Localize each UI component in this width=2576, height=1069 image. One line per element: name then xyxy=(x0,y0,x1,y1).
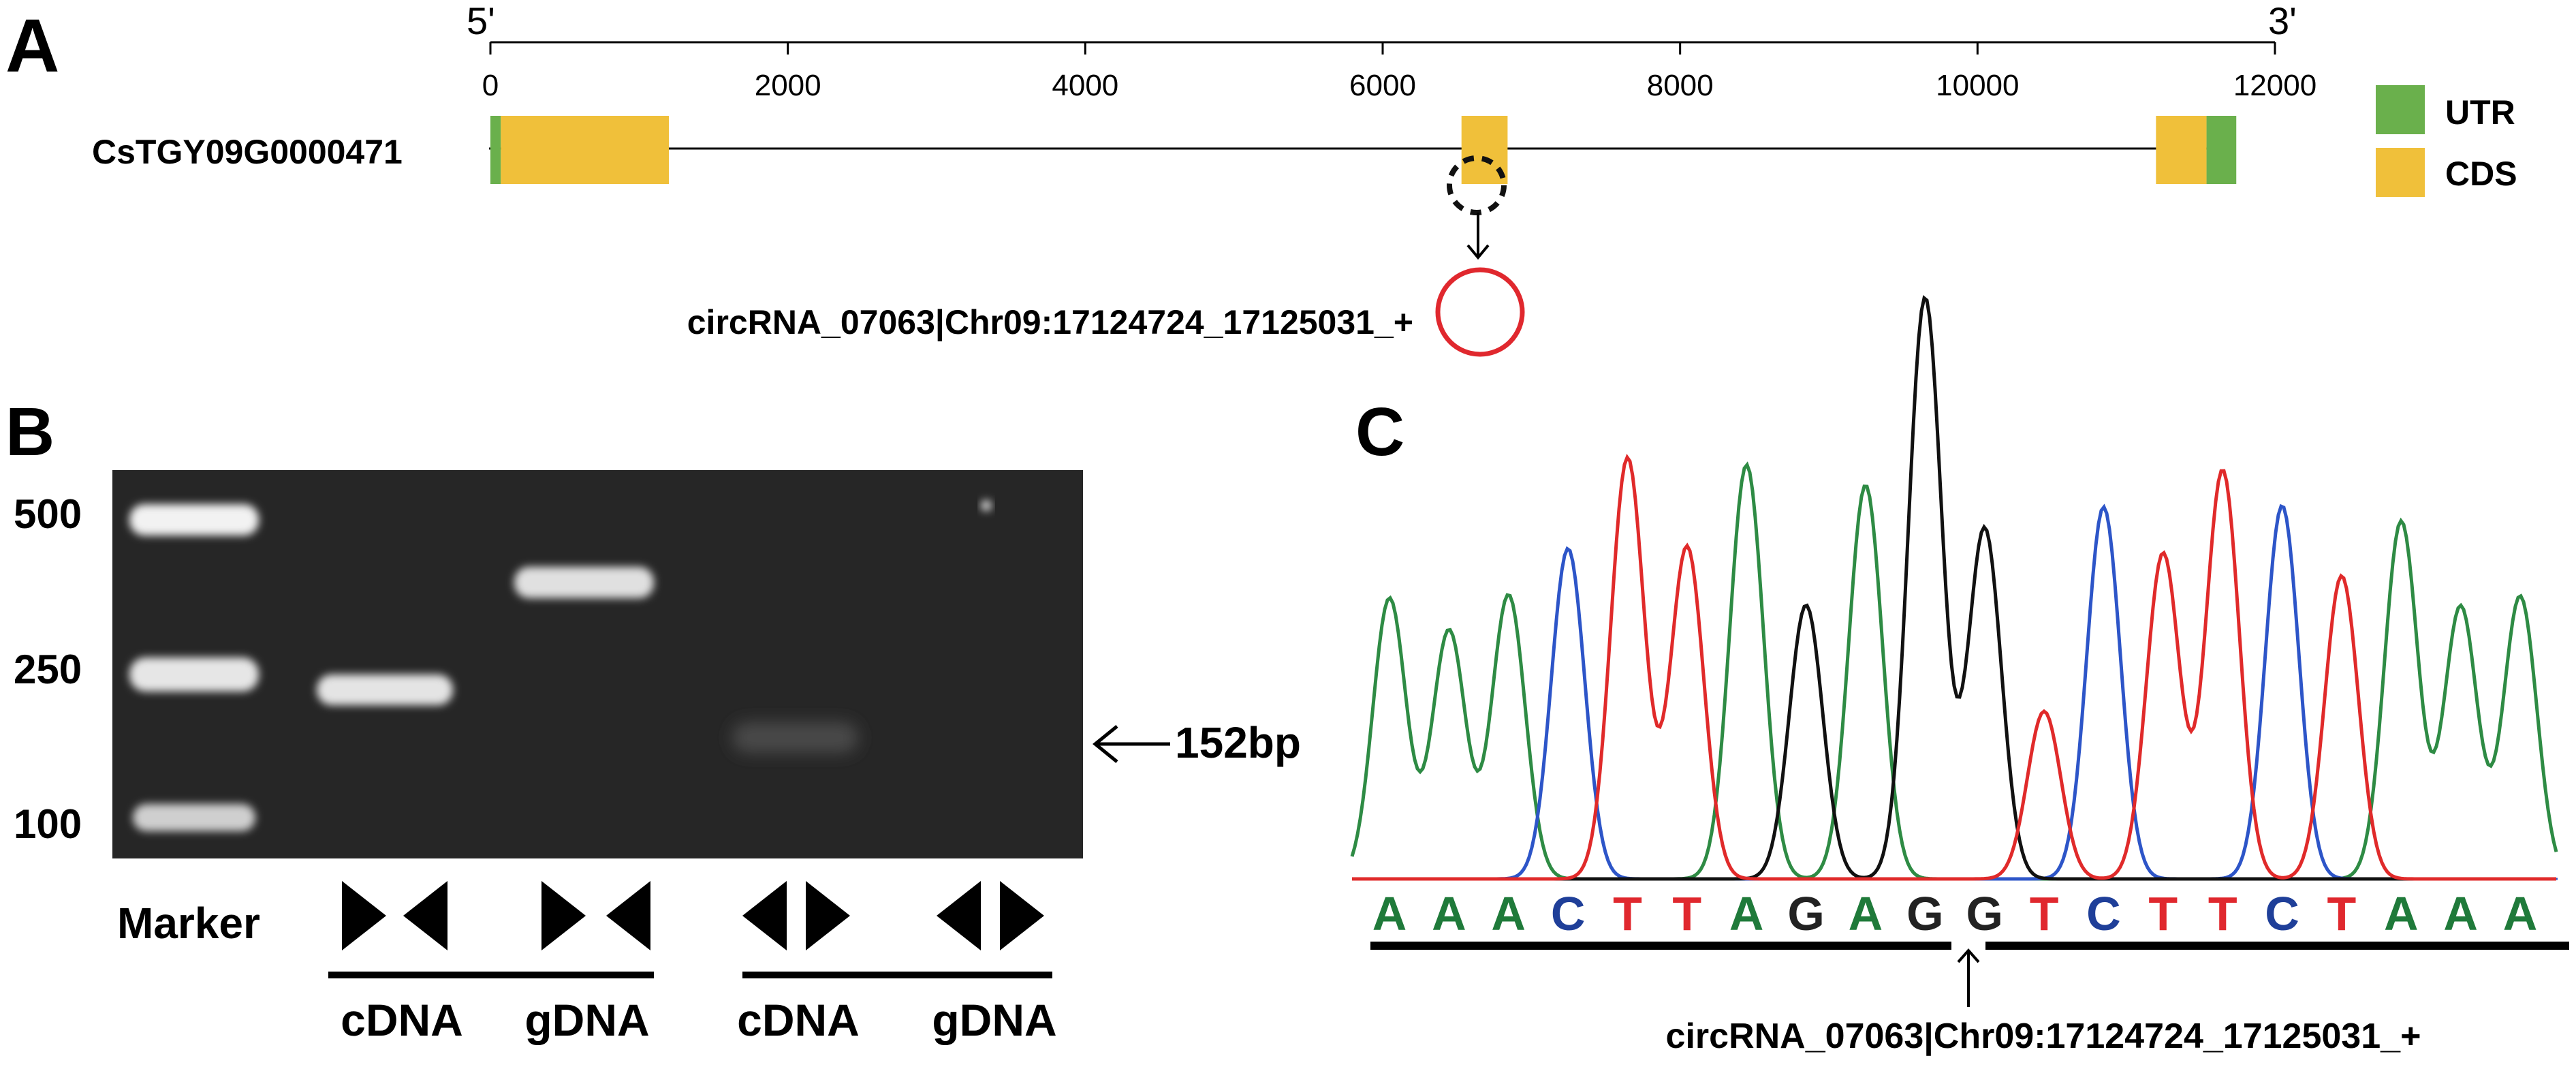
axis-tick-label: 8000 xyxy=(1647,69,1714,102)
base-call: A xyxy=(1432,887,1466,940)
axis-tick-label: 10000 xyxy=(1936,69,2019,102)
panel-a-label: A xyxy=(5,4,59,88)
gene-features xyxy=(490,116,2237,184)
cds-block xyxy=(501,116,669,184)
gel-background xyxy=(112,470,1083,858)
marker-lane-label: Marker xyxy=(117,899,260,948)
base-call: T xyxy=(1613,887,1642,940)
legend-utr-label: UTR xyxy=(2445,93,2515,131)
band-cdna-divergent xyxy=(732,722,858,753)
trace-A xyxy=(1350,461,2558,881)
marker-band-100 xyxy=(133,804,255,831)
base-call: A xyxy=(1491,887,1526,940)
marker-size-100: 100 xyxy=(14,801,82,847)
band-cdna-convergent xyxy=(317,675,453,705)
primer-reverse-icon xyxy=(606,881,650,950)
circrna-circle xyxy=(1435,267,1525,357)
primer-forward-icon xyxy=(342,881,386,950)
junction-label: circRNA_07063|Chr09:17124724_17125031_+ xyxy=(1666,1017,2421,1056)
base-call: A xyxy=(1372,887,1407,940)
marker-size-250: 250 xyxy=(14,647,82,692)
base-call: T xyxy=(2030,887,2059,940)
trace-T xyxy=(1352,454,2556,881)
primer-convergent-2 xyxy=(541,881,650,950)
gel-image xyxy=(112,470,1083,858)
legend-cds-swatch xyxy=(2376,148,2425,197)
base-call: A xyxy=(2503,887,2538,940)
panel-b-label: B xyxy=(5,394,54,470)
primer-convergent-1 xyxy=(342,881,447,950)
five-prime-label: 5' xyxy=(467,0,495,42)
axis-tick-label: 4000 xyxy=(1052,69,1118,102)
base-call: A xyxy=(2384,887,2419,940)
gel-speck xyxy=(981,500,992,511)
base-call: A xyxy=(1729,887,1764,940)
primer-forward-icon xyxy=(541,881,586,950)
primer-reverse-icon xyxy=(937,881,981,950)
circ-arrow-head xyxy=(1466,244,1490,260)
chromatogram xyxy=(1350,294,2558,881)
marker-band-250 xyxy=(129,657,259,692)
base-call: C xyxy=(2086,887,2121,940)
base-call: A xyxy=(1849,887,1883,940)
legend-cds-label: CDS xyxy=(2445,155,2517,193)
circrna-label: circRNA_07063|Chr09:17124724_17125031_+ xyxy=(687,303,1413,342)
product-arrow-head xyxy=(1093,725,1118,763)
product-size-label: 152bp xyxy=(1175,718,1301,767)
base-call: G xyxy=(1906,887,1943,940)
primer-reverse-icon xyxy=(403,881,447,950)
utr-block xyxy=(490,116,501,184)
axis-tick-label: 0 xyxy=(482,69,499,102)
primer-divergent-2 xyxy=(937,881,1044,950)
axis-tick-label: 2000 xyxy=(755,69,821,102)
group-label-gdna-2: gDNA xyxy=(932,995,1056,1045)
group-label-gdna-1: gDNA xyxy=(524,995,649,1045)
axis-tick-label: 6000 xyxy=(1349,69,1416,102)
base-call: C xyxy=(1551,887,1586,940)
product-arrow xyxy=(1093,725,1170,763)
base-call: T xyxy=(2327,887,2357,940)
marker-band-500 xyxy=(129,504,259,536)
chromatogram-traces xyxy=(1350,294,2558,881)
legend: UTR CDS xyxy=(2376,85,2517,197)
junction-arrow-head xyxy=(1957,948,1980,963)
base-call: G xyxy=(1787,887,1824,940)
cds-block xyxy=(2156,116,2207,184)
panel-c-label: C xyxy=(1355,394,1404,470)
base-call: G xyxy=(1966,887,2002,940)
marker-size-500: 500 xyxy=(14,491,82,537)
primer-forward-icon xyxy=(1000,881,1044,950)
base-call: A xyxy=(2443,887,2478,940)
base-call: T xyxy=(2148,887,2178,940)
gene-name: CsTGY09G0000471 xyxy=(92,133,403,171)
primer-divergent-1 xyxy=(742,881,850,950)
axis-ticks: 0 2000 4000 6000 8000 10000 12000 xyxy=(482,42,2316,102)
group-label-cdna-2: cDNA xyxy=(737,995,860,1045)
gene-axis: 5' 3' 0 2000 4000 6000 8000 10000 12000 xyxy=(467,0,2316,102)
base-call: T xyxy=(2208,887,2237,940)
base-call: T xyxy=(1672,887,1701,940)
utr-block xyxy=(2206,116,2237,184)
group-label-cdna-1: cDNA xyxy=(341,995,463,1045)
base-call: C xyxy=(2265,887,2299,940)
primer-forward-icon xyxy=(806,881,850,950)
legend-utr-swatch xyxy=(2376,85,2425,134)
axis-tick-label: 12000 xyxy=(2233,69,2316,102)
three-prime-label: 3' xyxy=(2268,0,2297,42)
band-gdna-convergent xyxy=(514,567,654,598)
primer-reverse-icon xyxy=(742,881,787,950)
